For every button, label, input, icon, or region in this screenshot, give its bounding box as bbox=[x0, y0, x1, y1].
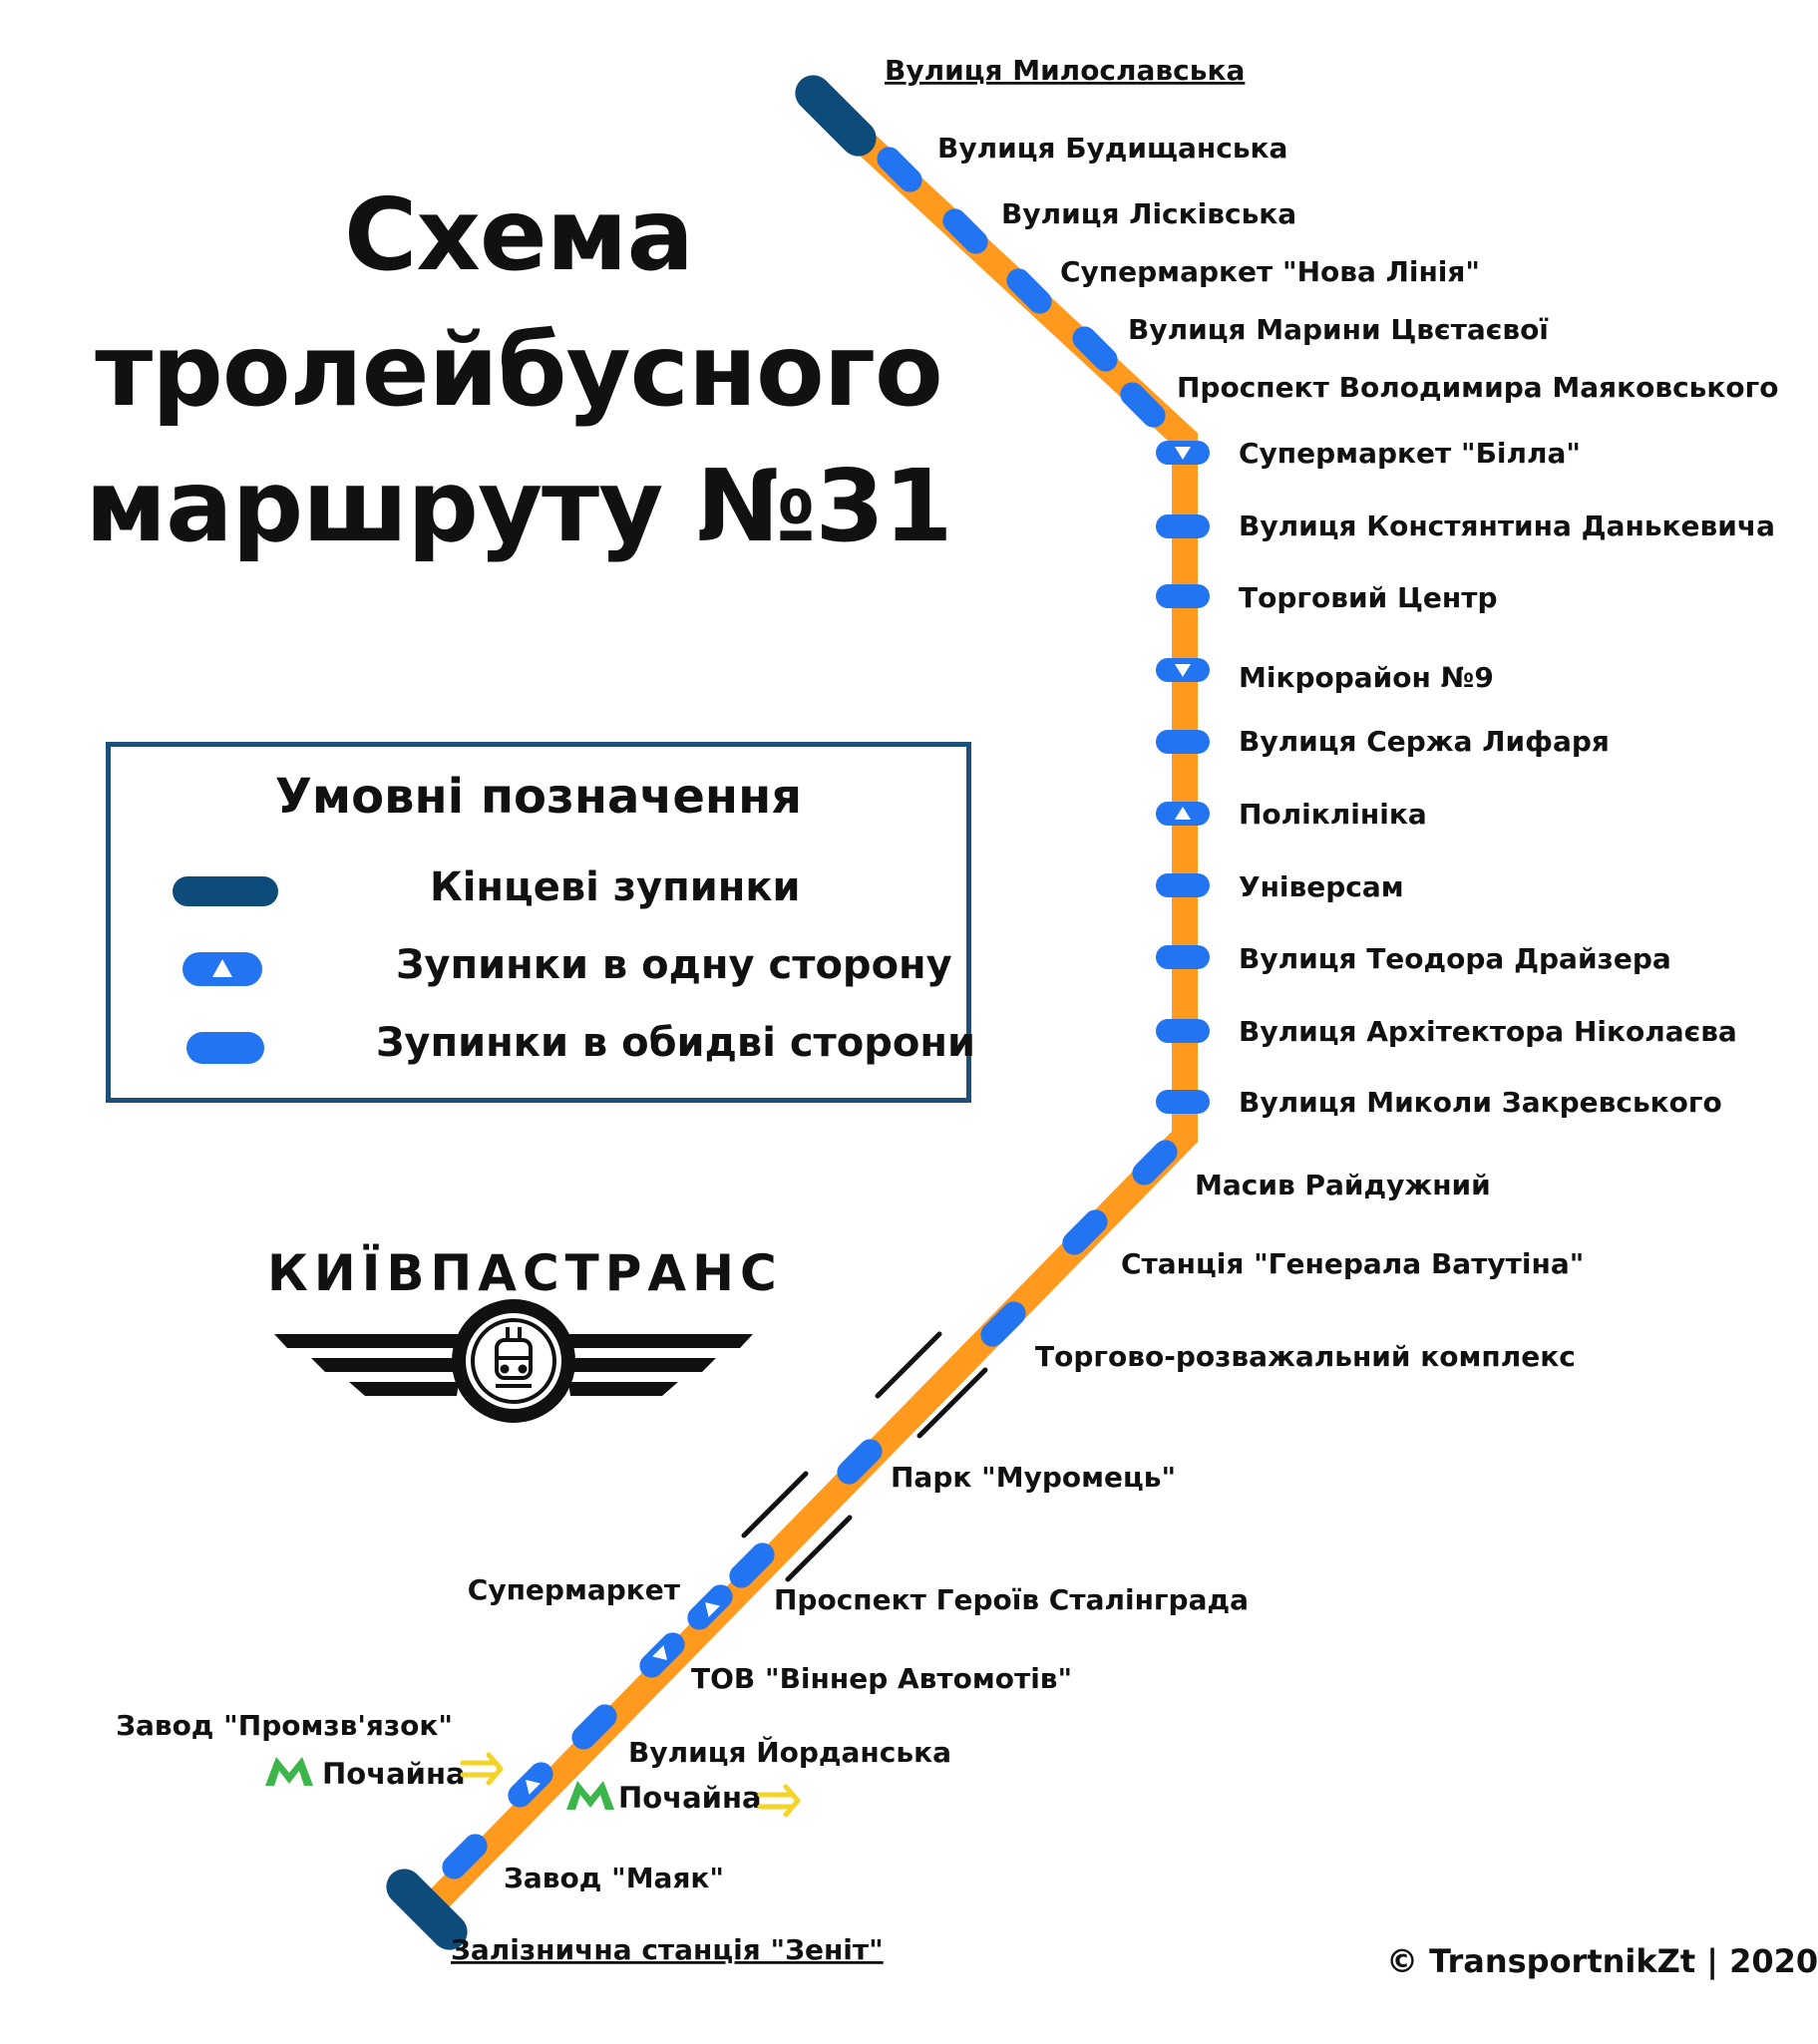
terminal-stop-marker bbox=[386, 1869, 468, 1950]
metro-m-icon bbox=[265, 1757, 313, 1786]
two-way-stop-marker bbox=[1062, 1209, 1108, 1255]
stop-label: Завод "Маяк" bbox=[504, 1862, 724, 1894]
stop-label: Проспект Володимира Маяковського bbox=[1177, 371, 1778, 404]
stop-label: Вулиця Миколи Закревського bbox=[1239, 1086, 1722, 1119]
one-way-stop-marker bbox=[1156, 802, 1210, 826]
direction-arrow-icon bbox=[1175, 807, 1191, 820]
stop-label: Супермаркет "Білла" bbox=[1239, 437, 1581, 470]
title-line: маршруту №31 bbox=[85, 448, 952, 564]
legend-title: Умовні позначення bbox=[274, 769, 803, 825]
wing-right bbox=[558, 1334, 753, 1396]
direction-arrow-icon bbox=[705, 1602, 720, 1617]
two-way-stop-marker bbox=[1156, 1019, 1210, 1043]
two-way-stop-marker bbox=[442, 1834, 488, 1879]
two-way-stop-marker bbox=[729, 1542, 775, 1588]
two-way-stop-marker bbox=[877, 147, 922, 192]
stop-label: Станція "Генерала Ватутіна" bbox=[1121, 1247, 1584, 1280]
two-way-stop-marker bbox=[942, 208, 988, 254]
stop-label: Вулиця Теодора Драйзера bbox=[1239, 942, 1671, 975]
direction-arrow-icon bbox=[1175, 664, 1191, 677]
terminal-stop-swatch bbox=[173, 876, 278, 906]
legend-box: Умовні позначення Кінцеві зупинки Зупинк… bbox=[106, 742, 975, 1103]
two-way-stop-marker bbox=[1072, 326, 1118, 372]
two-way-stop-marker bbox=[1156, 584, 1210, 608]
two-way-stop-marker bbox=[1120, 382, 1166, 428]
stop-label: Універсам bbox=[1239, 870, 1404, 903]
two-way-stop-marker bbox=[1006, 268, 1052, 314]
operator-emblem bbox=[274, 1299, 753, 1423]
one-way-stop-marker bbox=[687, 1584, 733, 1630]
legend-item-one-way: Зупинки в одну сторону bbox=[396, 942, 952, 988]
stop-label: Вулиця Констянтина Данькевича bbox=[1239, 510, 1775, 542]
terminal-stop-label: Вулиця Милославська bbox=[885, 54, 1245, 87]
title-line: Схема bbox=[344, 176, 694, 293]
stops-layer bbox=[386, 75, 1210, 1950]
transfer-arrow-icon bbox=[757, 1784, 801, 1818]
metro-station-label: Почайна bbox=[322, 1757, 466, 1791]
two-way-stop-marker bbox=[837, 1439, 883, 1485]
copyright: © TransportnikZt | 2020 bbox=[1386, 1942, 1818, 1980]
stop-label: Вулиця Лісківська bbox=[1001, 197, 1296, 230]
stop-label: Завод "Промзв'язок" bbox=[116, 1709, 453, 1742]
two-way-stop-marker bbox=[1156, 1090, 1210, 1114]
title-line: тролейбусного bbox=[95, 312, 942, 429]
direction-arrow-icon bbox=[212, 959, 232, 977]
stop-label: Масив Райдужний bbox=[1195, 1169, 1491, 1201]
stop-label: Парк "Муромець" bbox=[891, 1461, 1176, 1494]
stop-label: ТОВ "Віннер Автомотів" bbox=[691, 1662, 1072, 1695]
two-way-stop-marker bbox=[1156, 873, 1210, 897]
one-way-stop-marker bbox=[508, 1762, 553, 1808]
two-way-stop-marker bbox=[1156, 730, 1210, 754]
one-way-stop-marker bbox=[1156, 658, 1210, 682]
legend-item-two-way: Зупинки в обидві сторони bbox=[376, 1020, 975, 1066]
two-way-stop-marker bbox=[1132, 1140, 1178, 1186]
stop-label: Вулиця Йорданська bbox=[628, 1735, 951, 1769]
stop-label: Супермаркет "Нова Лінія" bbox=[1060, 255, 1480, 288]
two-way-stop-marker bbox=[571, 1704, 617, 1750]
legend-item-terminal: Кінцеві зупинки bbox=[430, 864, 801, 910]
stop-label: Вулиця Архітектора Ніколаєва bbox=[1239, 1015, 1737, 1048]
direction-arrow-icon bbox=[652, 1645, 667, 1660]
one-way-stop-marker bbox=[1156, 441, 1210, 465]
metro-m-icon bbox=[566, 1781, 614, 1810]
terminal-stop-label: Залізнична станція "Зеніт" bbox=[451, 1933, 884, 1966]
trolleybus-emblem-icon bbox=[495, 1327, 533, 1388]
stop-label: Вулиця Марини Цвєтаєвої bbox=[1128, 313, 1549, 346]
metro-station-label: Почайна bbox=[618, 1781, 762, 1815]
stop-label: Торговий Центр bbox=[1239, 581, 1498, 614]
one-way-stop-swatch bbox=[182, 952, 262, 986]
map-title: Схема тролейбусного маршруту №31 bbox=[70, 168, 967, 574]
two-way-stop-marker bbox=[980, 1301, 1026, 1347]
operator-name: КИЇВПАСТРАНС bbox=[267, 1244, 783, 1302]
two-way-stop-swatch bbox=[186, 1032, 264, 1064]
direction-arrow-icon bbox=[1175, 447, 1191, 460]
stop-label: Вулиця Сержа Лифаря bbox=[1239, 725, 1610, 758]
stop-label: Торгово-розважальний комплекс bbox=[1035, 1340, 1576, 1373]
stop-label: Супермаркет bbox=[468, 1573, 681, 1606]
direction-arrow-icon bbox=[526, 1780, 541, 1795]
stop-label: Проспект Героїв Сталінграда bbox=[774, 1583, 1249, 1616]
stop-label: Поліклініка bbox=[1239, 798, 1427, 831]
one-way-stop-marker bbox=[639, 1632, 685, 1678]
metro-transfer-east: Почайна bbox=[566, 1781, 801, 1818]
wing-left bbox=[274, 1334, 469, 1396]
stop-label: Мікрорайон №9 bbox=[1239, 661, 1494, 694]
two-way-stop-marker bbox=[1156, 945, 1210, 969]
transfer-arrow-icon bbox=[460, 1752, 504, 1786]
terminal-stop-marker bbox=[795, 75, 877, 157]
two-way-stop-marker bbox=[1156, 514, 1210, 538]
stop-label: Вулиця Будищанська bbox=[937, 132, 1287, 165]
metro-transfer-west: Почайна bbox=[265, 1752, 504, 1791]
road-markings bbox=[741, 1331, 988, 1582]
